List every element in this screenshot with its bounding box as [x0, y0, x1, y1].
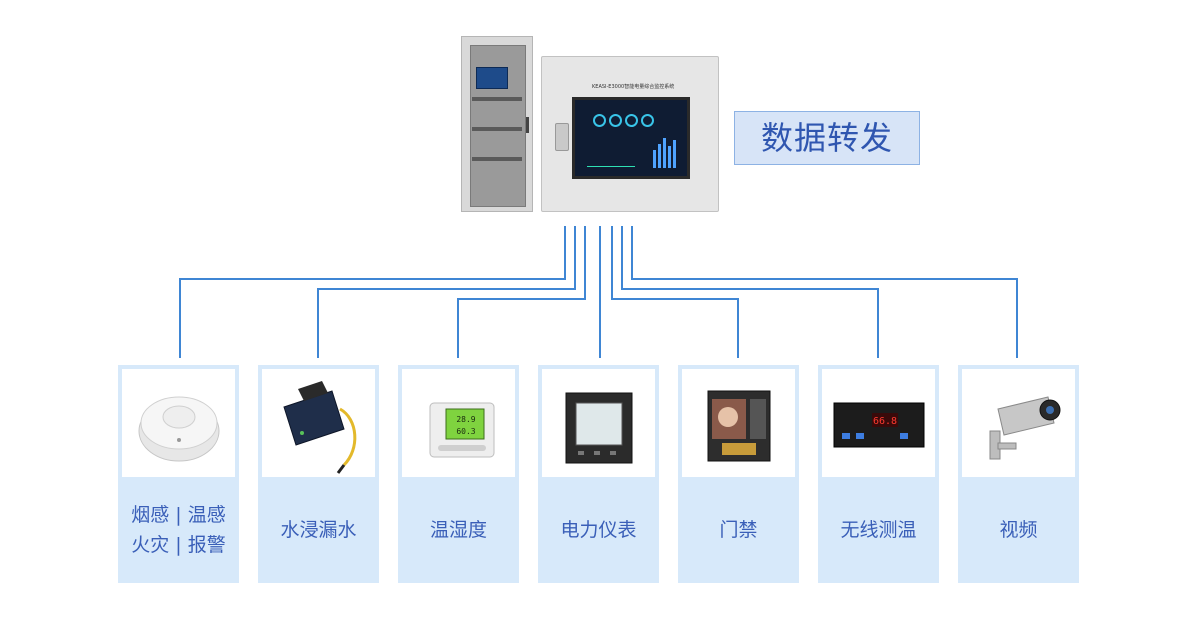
- controller-readout: 66.8: [873, 416, 897, 427]
- temperature-humidity-meter-icon: 28.9 60.3: [429, 402, 495, 458]
- device-card-video: 视频: [958, 365, 1079, 583]
- device-label-line1: 门禁: [719, 519, 758, 541]
- gauge-icon: [593, 114, 606, 127]
- gauge-icon: [641, 114, 654, 127]
- device-label: 烟感 | 温感 火灾 | 报警: [118, 477, 239, 583]
- device-label: 温湿度: [398, 477, 519, 583]
- device-label: 视频: [958, 477, 1079, 583]
- connector-video: [631, 226, 1018, 358]
- device-card-temp-humidity: 28.9 60.3 温湿度: [398, 365, 519, 583]
- panel-lock-icon: [555, 123, 569, 151]
- screen-bar: [673, 140, 676, 168]
- device-label: 无线测温: [818, 477, 939, 583]
- rack-shelf: [472, 97, 522, 101]
- meter-readout-2: 60.3: [456, 427, 475, 436]
- panel-nameplate: KEASI-E3000智能电量综合监控系统: [592, 84, 675, 90]
- connector-wireless-temp: [621, 226, 879, 358]
- access-control-icon: [707, 390, 771, 462]
- device-card-smoke: 烟感 | 温感 火灾 | 报警: [118, 365, 239, 583]
- device-image: [262, 369, 375, 477]
- device-image: [682, 369, 795, 477]
- rack-shelf: [472, 127, 522, 131]
- connector-access: [611, 226, 739, 358]
- screen-bar: [653, 150, 656, 168]
- device-label: 水浸漏水: [258, 477, 379, 583]
- device-image: [962, 369, 1075, 477]
- device-label-line1: 烟感 | 温感: [131, 504, 226, 526]
- server-rack-cabinet: [461, 36, 533, 212]
- security-camera-icon: [989, 396, 1061, 460]
- device-image: 66.8: [822, 369, 935, 477]
- screen-bar: [658, 144, 661, 168]
- screen-bar: [668, 146, 671, 168]
- gauge-icon: [625, 114, 638, 127]
- device-image: 28.9 60.3: [402, 369, 515, 477]
- device-label-line1: 温湿度: [429, 519, 487, 541]
- monitoring-panel-box: KEASI-E3000智能电量综合监控系统: [541, 56, 719, 212]
- device-label-line1: 电力仪表: [560, 519, 637, 541]
- device-image: [122, 369, 235, 477]
- trend-line: [587, 150, 635, 167]
- meter-readout-1: 28.9: [456, 415, 475, 424]
- device-card-access-control: 门禁: [678, 365, 799, 583]
- rack-handle: [526, 117, 529, 133]
- device-image: [542, 369, 655, 477]
- connector-water: [317, 226, 576, 358]
- device-card-wireless-temp: 66.8 无线测温: [818, 365, 939, 583]
- device-label: 电力仪表: [538, 477, 659, 583]
- rack-display: [476, 67, 508, 89]
- screen-bar: [663, 138, 666, 168]
- smoke-detector-icon: [138, 396, 220, 462]
- connector-temp-humidity: [457, 226, 586, 358]
- device-label-line1: 无线测温: [840, 519, 917, 541]
- water-leak-sensor-icon: [283, 381, 357, 474]
- data-forward-label: 数据转发: [734, 111, 920, 165]
- device-label-line1: 水浸漏水: [280, 519, 357, 541]
- device-card-power-meter: 电力仪表: [538, 365, 659, 583]
- device-label: 门禁: [678, 477, 799, 583]
- panel-touchscreen: [572, 97, 690, 179]
- power-meter-icon: [565, 392, 633, 464]
- wireless-temperature-controller-icon: 66.8: [833, 402, 925, 448]
- connector-smoke: [179, 226, 566, 358]
- device-card-water-leak: 水浸漏水: [258, 365, 379, 583]
- rack-shelf: [472, 157, 522, 161]
- device-label-line2: 火灾 | 报警: [131, 534, 226, 556]
- gauge-icon: [609, 114, 622, 127]
- device-label-line1: 视频: [999, 519, 1038, 541]
